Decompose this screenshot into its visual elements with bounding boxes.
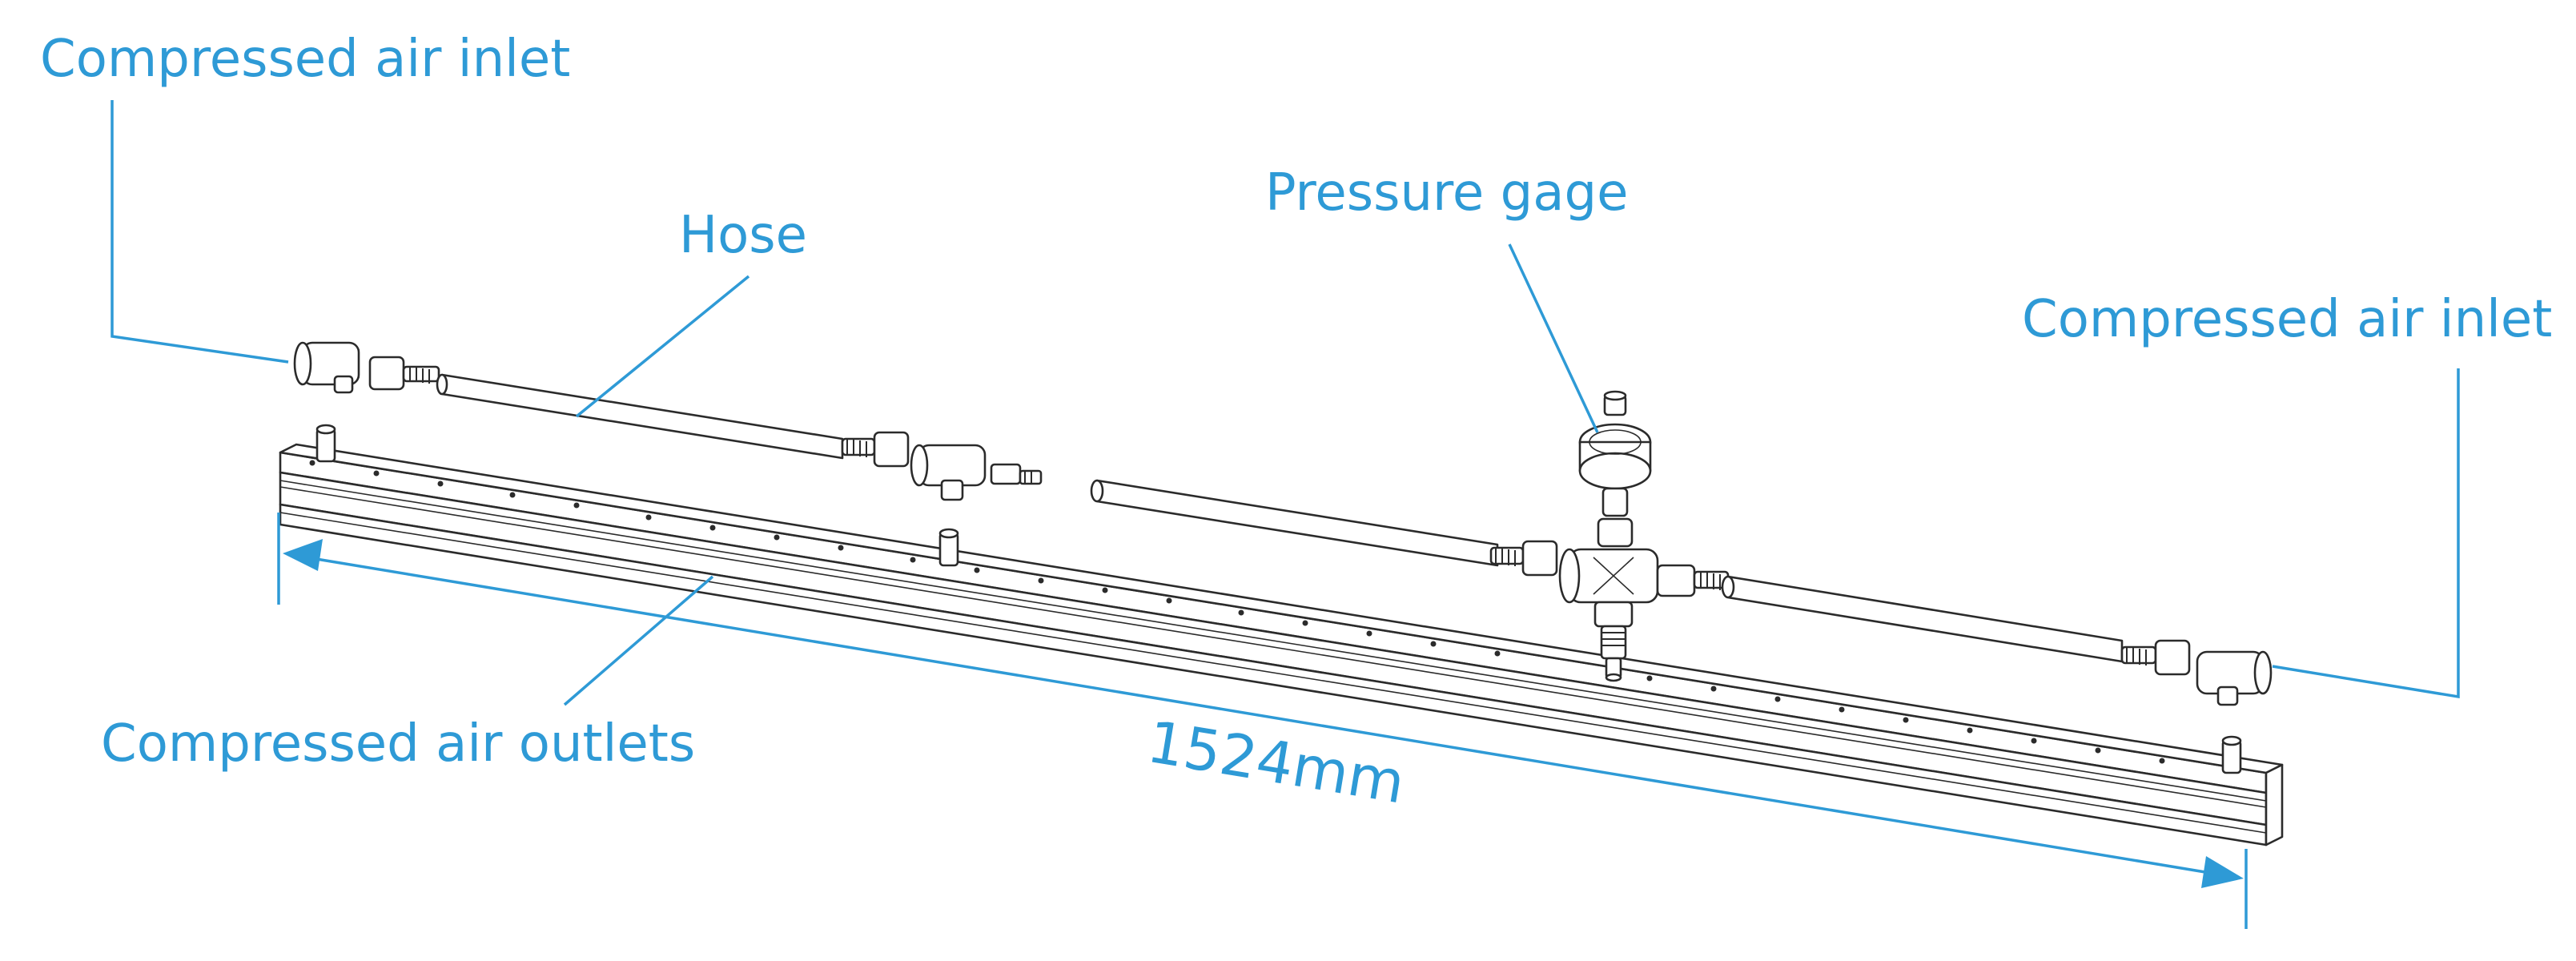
dimension-arrow-left	[283, 539, 323, 571]
leader-hose	[575, 275, 750, 418]
label-pressure-gage: Pressure gage	[1265, 163, 1628, 223]
dimension-arrow-right	[2201, 856, 2244, 888]
callout-labels: Compressed air inlet Hose Pressure gage …	[40, 30, 2552, 774]
left-inlet-tee	[293, 341, 360, 394]
label-compressed-air-inlet-left: Compressed air inlet	[40, 30, 570, 89]
air-outlet-holes	[309, 460, 2165, 764]
right-inlet-tee	[2196, 650, 2273, 706]
dimension-line	[315, 557, 2211, 875]
label-compressed-air-outlets: Compressed air outlets	[101, 714, 695, 774]
leader-inlet-left	[111, 100, 289, 364]
hose-right-barb	[1489, 540, 1558, 577]
label-hose: Hose	[679, 206, 807, 265]
dimension-text: 1524mm	[1143, 708, 1409, 817]
pressure-gage-assembly	[1558, 390, 1659, 682]
leader-outlets	[563, 575, 714, 706]
leader-pressure-gage	[1508, 243, 1599, 433]
hose-far-right	[1721, 575, 2124, 663]
hose-left-barb	[841, 431, 910, 468]
hose-right	[1090, 479, 1499, 567]
right-cross-fitting-outlet	[1656, 564, 1730, 597]
label-compressed-air-inlet-right: Compressed air inlet	[2022, 290, 2552, 349]
leader-lines	[111, 100, 2460, 706]
hose-left	[436, 373, 844, 460]
left-barb-fitting	[368, 356, 440, 391]
right-inlet-fitting	[2120, 639, 2191, 676]
leader-inlet-right	[2272, 368, 2460, 699]
center-tee-fitting	[910, 444, 1043, 501]
